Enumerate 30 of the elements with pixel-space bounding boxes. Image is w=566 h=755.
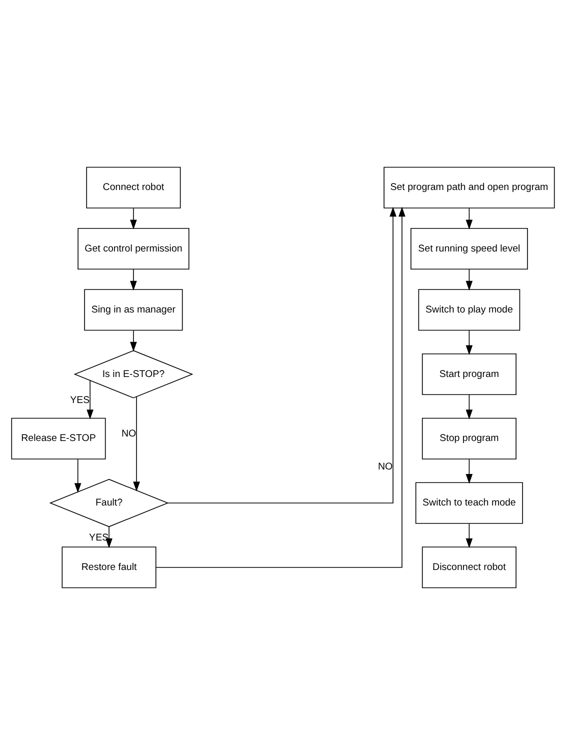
- node-box: Restore fault: [62, 546, 156, 588]
- arrow: [466, 523, 473, 548]
- arrow: [130, 269, 137, 291]
- arrow: [466, 330, 473, 356]
- arrow: [466, 394, 473, 420]
- edge-label: YES: [89, 532, 109, 544]
- edge-label: NO: [378, 461, 393, 472]
- arrow: [466, 458, 473, 484]
- arrow: [167, 206, 396, 504]
- arrow: [86, 380, 94, 420]
- node-box: Get control permission: [78, 228, 190, 270]
- node-box: Disconnect robot: [422, 546, 516, 588]
- arrow: [74, 458, 82, 493]
- arrow: [133, 396, 140, 492]
- arrow: [130, 208, 137, 230]
- node-box: Set running speed level: [410, 228, 528, 270]
- arrow: [156, 206, 406, 568]
- node-box: Stop program: [422, 418, 516, 460]
- edge-label: NO: [121, 428, 136, 440]
- node-box: Set program path and open program: [384, 166, 555, 208]
- node-box: Release E-STOP: [11, 418, 106, 460]
- node-diamond: Fault?: [49, 478, 169, 528]
- node-box: Switch to play mode: [418, 289, 520, 331]
- arrow: [466, 269, 473, 291]
- arrow: [466, 208, 473, 230]
- node-box: Start program: [422, 353, 516, 396]
- node-box: Connect robot: [86, 166, 181, 208]
- arrow: [130, 330, 137, 352]
- node-box: Sing in as manager: [84, 289, 183, 331]
- node-box: Switch to teach mode: [415, 482, 523, 524]
